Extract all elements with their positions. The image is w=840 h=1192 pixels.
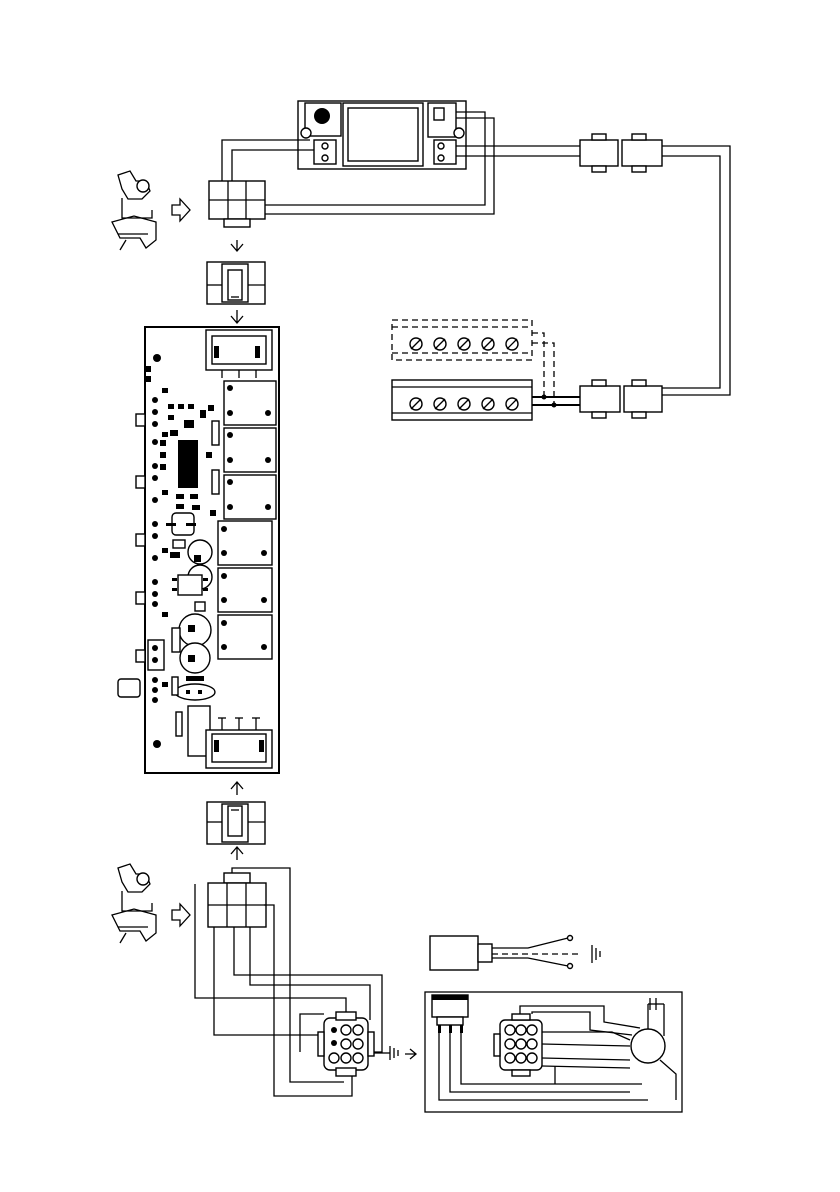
connector-plug-bottom bbox=[207, 802, 265, 844]
control-board bbox=[118, 327, 279, 773]
arrow-down-2 bbox=[231, 310, 243, 323]
motor-unit bbox=[425, 992, 682, 1112]
connector-9pin-right bbox=[494, 1014, 542, 1076]
inline-connector-lower bbox=[580, 380, 662, 418]
arrow-icon-top bbox=[172, 199, 190, 221]
arrow-up-2 bbox=[231, 847, 243, 860]
terminal-block-lower bbox=[392, 380, 580, 420]
arrow-icon-bottom bbox=[172, 904, 190, 926]
arrow-down-1 bbox=[231, 240, 243, 251]
arrow-up-1 bbox=[231, 782, 243, 795]
arrow-icon-right bbox=[405, 1049, 416, 1059]
connector-6pin-bottom bbox=[208, 873, 266, 927]
clip-icon-bottom bbox=[112, 864, 156, 943]
ground-symbol bbox=[374, 1046, 398, 1060]
display-module bbox=[298, 101, 466, 169]
inline-connector-upper bbox=[580, 134, 662, 172]
connector-plug-top bbox=[207, 262, 265, 304]
solenoid-valve bbox=[430, 936, 600, 971]
connector-6pin-top bbox=[209, 181, 265, 227]
wire-right-loop-2 bbox=[662, 156, 720, 388]
clip-icon-top bbox=[112, 171, 156, 250]
connector-9pin-left bbox=[318, 1012, 374, 1076]
